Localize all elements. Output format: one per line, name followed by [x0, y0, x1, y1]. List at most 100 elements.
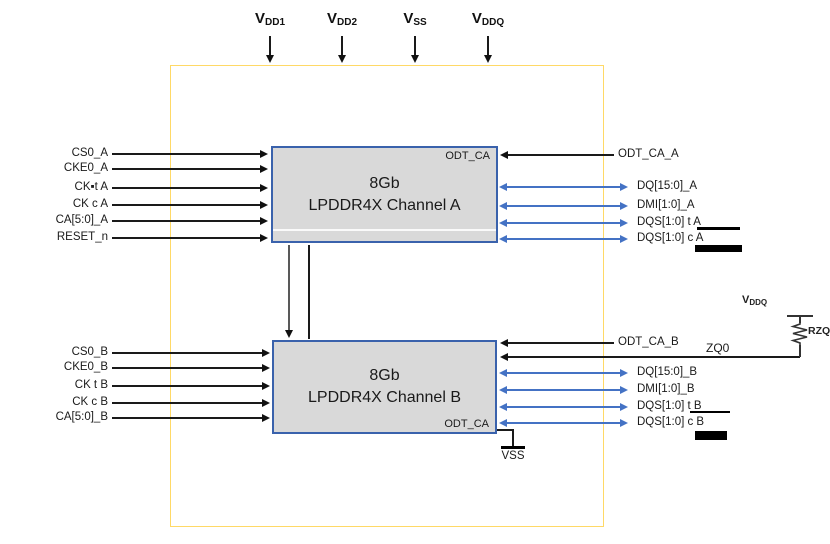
signal-cs0-a-label: CS0_A	[71, 147, 108, 159]
channel-a-title-line1: 8Gb	[369, 174, 400, 192]
power-pin-vdd1-label: VDD1	[235, 10, 305, 28]
signal-ca-b-label: CA[5:0]_B	[55, 411, 108, 423]
channel-a-odt-corner-label: ODT_CA	[445, 150, 490, 162]
arrow-down-icon	[338, 55, 346, 63]
bus-dq-b-label: DQ[15:0]_B	[637, 366, 698, 378]
arrow-down-icon	[285, 330, 293, 338]
arrow-right-icon	[620, 219, 628, 227]
ground-symbol-icon	[501, 446, 525, 449]
arrow-left-icon	[500, 353, 508, 361]
supply-sub: DDQ	[749, 298, 768, 307]
power-pin-sub: DDQ	[481, 17, 505, 28]
bus-wire	[507, 222, 621, 224]
power-pin-sub: DD2	[337, 17, 358, 28]
signal-ck-t-b-label: CK t B	[74, 379, 108, 391]
wire	[112, 385, 263, 387]
arrow-right-icon	[260, 150, 268, 158]
power-pin-vss-label: VSS	[380, 10, 450, 28]
arrow-right-icon	[620, 183, 628, 191]
arrow-right-icon	[262, 364, 270, 372]
vddq-supply-label: VDDQ	[742, 294, 767, 307]
arrow-left-icon	[499, 386, 507, 394]
signal-ck-c-a-label: CK c A	[72, 198, 108, 210]
power-wire	[414, 36, 416, 56]
bus-wire	[507, 422, 621, 424]
arrow-left-icon	[499, 202, 507, 210]
arrow-left-icon	[499, 183, 507, 191]
power-pin-vddq-label: VDDQ	[453, 10, 523, 28]
wire	[112, 352, 263, 354]
power-pin-vdd2-label: VDD2	[307, 10, 377, 28]
channel-a-title-line2: LPDDR4X Channel A	[308, 196, 461, 214]
zq0-wire	[508, 356, 800, 358]
power-wire	[487, 36, 489, 56]
channel-a-title: 8Gb LPDDR4X Channel A	[308, 173, 460, 217]
arrow-left-icon	[499, 369, 507, 377]
supply-rail	[787, 315, 813, 317]
bus-wire	[507, 406, 621, 408]
channel-a-separator	[273, 229, 496, 231]
bus-dqs-t-b-label: DQS[1:0] t B	[637, 400, 702, 412]
arrow-left-icon	[500, 151, 508, 159]
channel-b-title-line2: LPDDR4X Channel B	[308, 389, 461, 406]
ground-stub-wire	[497, 429, 513, 431]
bus-wire	[507, 238, 621, 240]
resistor-lead-top	[799, 317, 801, 323]
power-pin-main: V	[254, 10, 265, 27]
channel-b-title-line1: 8Gb	[369, 367, 400, 384]
arrow-right-icon	[260, 184, 268, 192]
bus-wire	[507, 372, 621, 374]
underscore-bar	[697, 227, 740, 230]
arrow-down-icon	[266, 55, 274, 63]
zq0-pin-label: ZQ0	[706, 341, 730, 355]
arrow-right-icon	[620, 235, 628, 243]
power-pin-main: V	[403, 10, 414, 27]
wire	[112, 402, 263, 404]
arrow-right-icon	[262, 414, 270, 422]
arrow-left-icon	[499, 219, 507, 227]
arrow-right-icon	[262, 399, 270, 407]
power-wire	[341, 36, 343, 56]
signal-ck-c-b-label: CK c B	[72, 396, 108, 408]
bus-dmi-b-label: DMI[1:0]_B	[637, 383, 695, 395]
arrow-down-icon	[484, 55, 492, 63]
bus-dqs-c-b-label: DQS[1:0] c B	[637, 416, 705, 428]
channel-b-odt-corner-label: ODT_CA	[444, 418, 489, 430]
underscore-bar	[695, 245, 742, 252]
signal-cke0-a-label: CKE0_A	[63, 162, 108, 174]
wire	[508, 154, 614, 156]
wire	[112, 367, 263, 369]
channel-a-box: ODT_CA 8Gb LPDDR4X Channel A	[271, 146, 498, 243]
wire	[112, 220, 261, 222]
inter-channel-wire	[288, 245, 290, 331]
wire	[112, 237, 261, 239]
power-pin-main: V	[471, 10, 482, 27]
underscore-bar	[695, 431, 727, 440]
underscore-bar	[690, 411, 730, 413]
wire	[112, 417, 263, 419]
wire	[508, 342, 614, 344]
bus-dmi-a-label: DMI[1:0]_A	[637, 199, 695, 211]
arrow-left-icon	[499, 235, 507, 243]
bus-wire	[507, 205, 621, 207]
resistor-zigzag-icon	[790, 322, 808, 346]
power-pin-sub: SS	[413, 17, 427, 28]
wire	[112, 153, 261, 155]
wire	[112, 187, 261, 189]
ground-stub-wire	[512, 429, 514, 446]
package-outline	[170, 65, 604, 527]
arrow-right-icon	[262, 382, 270, 390]
channel-b-title: 8Gb LPDDR4X Channel B	[308, 365, 461, 409]
inter-channel-wire	[308, 245, 310, 339]
arrow-right-icon	[260, 165, 268, 173]
bus-wire	[507, 389, 621, 391]
arrow-right-icon	[260, 234, 268, 242]
arrow-left-icon	[500, 339, 508, 347]
arrow-right-icon	[620, 386, 628, 394]
arrow-right-icon	[262, 349, 270, 357]
bus-wire	[507, 186, 621, 188]
arrow-right-icon	[260, 201, 268, 209]
channel-b-box: ODT_CA 8Gb LPDDR4X Channel B	[272, 340, 497, 434]
resistor-lead-bottom	[799, 345, 801, 357]
